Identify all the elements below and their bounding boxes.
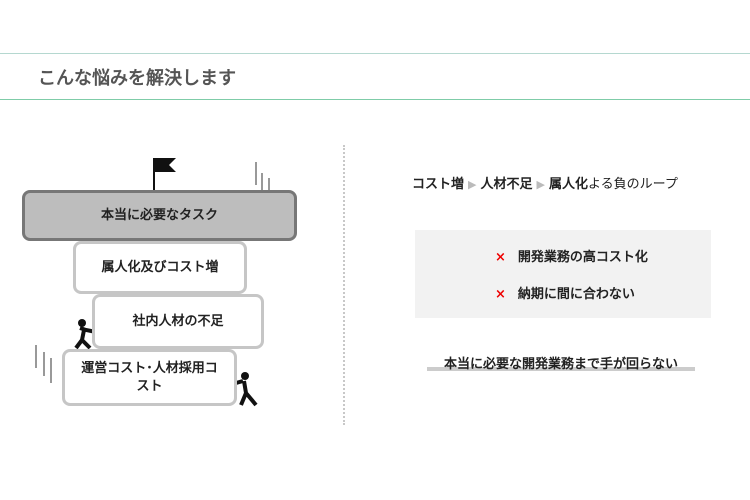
loop-suffix: よる負のループ <box>587 177 678 192</box>
problem-item: × 納期に間に合わない <box>495 283 635 302</box>
block-staff-shortage: 社内人材の不足 <box>92 294 264 349</box>
block-operation-hiring-cost: 運営コスト･人材採用コスト <box>62 349 237 406</box>
dotted-divider <box>343 145 345 425</box>
loop-step: コスト増 <box>412 177 465 192</box>
negative-loop-line: コスト増▶人材不足▶属人化よる負のループ <box>412 173 678 192</box>
conclusion-text: 本当に必要な開発業務まで手が回らない <box>443 357 678 372</box>
problem-item: × 開発業務の高コスト化 <box>495 246 648 265</box>
header-top-rule <box>0 53 750 54</box>
cross-icon: × <box>495 287 506 302</box>
block-essential-task: 本当に必要なタスク <box>22 190 297 241</box>
triangle-right-icon: ▶ <box>536 178 545 191</box>
header-bottom-rule <box>0 99 750 100</box>
cross-icon: × <box>495 250 506 265</box>
conclusion-underline <box>427 367 695 371</box>
problem-text: 開発業務の高コスト化 <box>517 250 648 265</box>
problem-text: 納期に間に合わない <box>517 287 635 302</box>
problem-panel: × 開発業務の高コスト化 × 納期に間に合わない <box>415 230 711 318</box>
block-personalization-cost: 属人化及びコスト増 <box>73 241 247 294</box>
loop-step: 属人化 <box>548 177 588 192</box>
flag-icon <box>153 158 176 190</box>
loop-step: 人材不足 <box>480 177 533 192</box>
triangle-right-icon: ▶ <box>468 178 477 191</box>
page-title: こんな悩みを解決します <box>38 68 236 89</box>
